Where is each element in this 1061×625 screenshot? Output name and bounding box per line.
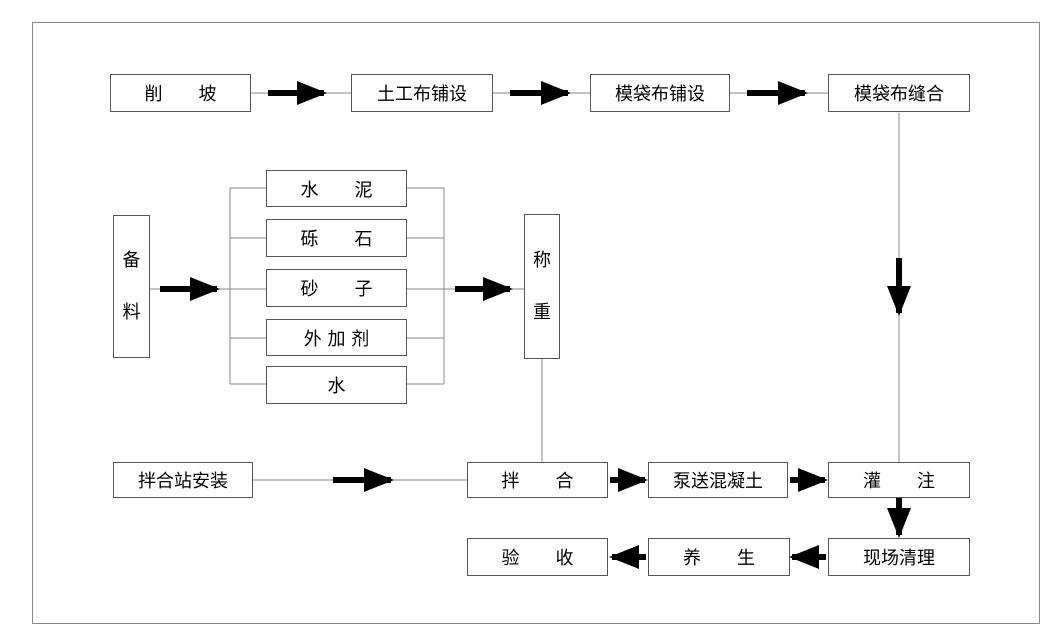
step-site-cleanup: 现场清理 [828,538,970,576]
step-bag-sewing: 模袋布缝合 [828,74,970,112]
material-water: 水 [266,366,407,404]
weighing-char-2: 重 [533,301,551,323]
step-material-prep: 备 料 [113,215,150,358]
step-slope-cutting: 削 坡 [110,74,251,112]
step-weighing: 称 重 [524,214,560,359]
material-cement: 水 泥 [266,170,407,207]
step-pouring: 灌 注 [828,462,970,498]
step-pumping-concrete: 泵送混凝土 [648,462,788,498]
step-acceptance: 验 收 [467,538,608,576]
material-gravel: 砾 石 [266,219,407,257]
material-prep-char-2: 料 [122,301,141,323]
flow-arrows [160,81,911,569]
step-bag-laying: 模袋布铺设 [590,74,730,112]
connector-lines [150,92,900,481]
step-mixing: 拌 合 [467,462,608,498]
step-curing: 养 生 [648,538,790,576]
step-mixer-installation: 拌合站安装 [113,462,253,498]
step-geotextile-laying: 土工布铺设 [351,74,493,112]
material-admixture: 外 加 剂 [266,319,407,356]
material-sand: 砂 子 [266,269,407,307]
weighing-char-1: 称 [533,249,551,271]
diagram-frame [32,22,1040,624]
material-prep-char-1: 备 [122,249,141,271]
